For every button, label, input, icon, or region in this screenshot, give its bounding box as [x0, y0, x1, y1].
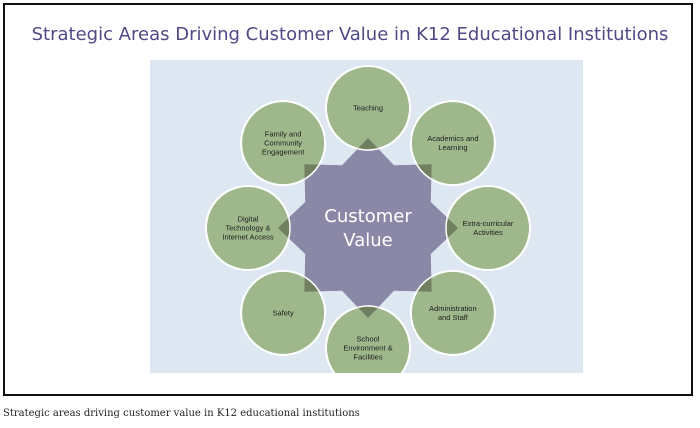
- area-label-line: Teaching: [353, 104, 383, 113]
- slide-frame: Strategic Areas Driving Customer Value i…: [3, 3, 693, 396]
- area-label-line: Digital: [238, 215, 259, 224]
- area-label-line: School: [357, 335, 380, 344]
- area-label-teaching: Teaching: [353, 104, 383, 113]
- area-overlap-extracurricular: [445, 185, 458, 271]
- customer-value-center: [278, 138, 458, 318]
- area-label-line: Learning: [438, 143, 467, 152]
- area-circle-family: [240, 100, 327, 187]
- area-circle-academics: [409, 100, 496, 187]
- area-label-line: Academics and: [427, 134, 478, 143]
- area-circle-safety: [240, 269, 327, 356]
- area-label-line: Facilities: [353, 353, 382, 362]
- area-label-line: Technology &: [225, 224, 270, 233]
- area-label-line: Activities: [473, 228, 503, 237]
- area-label-line: Safety: [272, 308, 294, 317]
- area-label-line: and Staff: [438, 313, 469, 322]
- area-label-line: Administration: [429, 304, 477, 313]
- area-label-line: Engagement: [262, 148, 305, 157]
- area-label-line: Internet Access: [222, 233, 274, 242]
- area-label-line: Environment &: [343, 344, 392, 353]
- area-label-safety: Safety: [272, 308, 294, 317]
- area-circle-administration: [409, 269, 496, 356]
- area-label-line: Extra-curricular: [463, 219, 514, 228]
- area-circles-layer: [205, 65, 531, 373]
- figure-caption: Strategic areas driving customer value i…: [3, 408, 360, 419]
- area-label-line: Community: [264, 139, 302, 148]
- area-label-line: Family and: [265, 130, 302, 139]
- area-overlap-digital: [278, 185, 291, 271]
- center-label-line: Customer: [324, 206, 412, 227]
- slide-title: Strategic Areas Driving Customer Value i…: [31, 24, 669, 45]
- area-overlap-environment: [325, 305, 411, 318]
- center-label-line: Value: [343, 230, 392, 251]
- area-overlap-teaching: [325, 138, 411, 151]
